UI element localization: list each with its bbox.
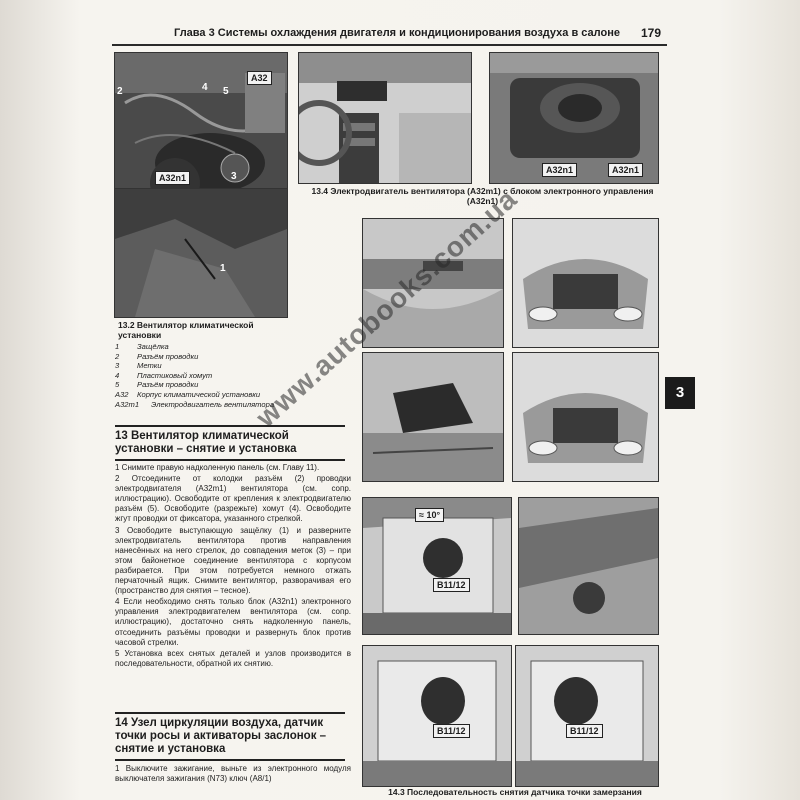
label-3: 3: [231, 171, 237, 182]
label-4: 4: [202, 82, 208, 93]
label-b11-12: B11/12: [433, 724, 470, 738]
section-14-title: 14 Узел циркуляции воздуха, датчик точки…: [115, 712, 345, 761]
paragraph: 4 Если необходимо снять только блок (A32…: [115, 597, 351, 647]
paragraph: 1 Снимите правую надколенную панель (см.…: [115, 463, 320, 472]
caption-fig-13-4: 13.4 Электродвигатель вентилятора (A32m1…: [311, 186, 654, 206]
page-header: Глава 3 Системы охлаждения двигателя и к…: [112, 24, 667, 46]
caption-fig-14-3: 14.3 Последовательность снятия датчика т…: [388, 787, 642, 797]
photo-component: [362, 352, 504, 482]
paragraph: 5 Установка всех снятых деталей и узлов …: [115, 648, 351, 668]
paragraph: 2 Отсоедините от колодки разъём (2) пров…: [115, 474, 351, 524]
label-angle: ≈ 10°: [415, 508, 445, 522]
label-a32: A32: [247, 71, 272, 85]
chapter-tab: 3: [665, 377, 695, 409]
photo-dashboard: [298, 52, 472, 184]
photo-car-front-1: [512, 218, 659, 348]
page-number: 179: [640, 26, 661, 40]
label-a32n1-left: A32n1: [542, 163, 578, 177]
photo-sensor-remove-1: B11/12: [362, 645, 512, 787]
photo-fan-motor: A32n1 A32n1: [489, 52, 659, 184]
paragraph: 3 Освободите выступающую защёлку (1) и р…: [115, 525, 351, 596]
label-b11-12: B11/12: [566, 724, 603, 738]
photo-car-front-2: [512, 352, 659, 482]
caption-fig-13-2: 13.2 Вентилятор климатической установки: [118, 320, 254, 340]
photo-sensor-rotate: ≈ 10° B11/12: [362, 497, 512, 635]
label-a32n1-right: A32n1: [608, 163, 644, 177]
photo-sensor-remove-2: B11/12: [515, 645, 659, 787]
label-5: 5: [223, 86, 229, 97]
label-a32n1: A32n1: [155, 171, 191, 185]
label-1: 1: [220, 263, 226, 274]
section-14-body: 1 Выключите зажигание, выньте из электро…: [115, 764, 351, 785]
photo-fan-latch: 1: [114, 188, 288, 318]
photo-fan-housing: A32 2 4 5 A32n1 3: [114, 52, 288, 189]
section-13-title: 13 Вентилятор климатической установки – …: [115, 425, 345, 461]
paragraph: 1 Выключите зажигание, выньте из электро…: [115, 764, 351, 784]
label-b11-12: B11/12: [433, 578, 470, 592]
photo-hood-open: [362, 218, 504, 348]
label-2: 2: [117, 86, 123, 97]
photo-sensor-area: [518, 497, 659, 635]
chapter-title: Глава 3 Системы охлаждения двигателя и к…: [174, 27, 620, 39]
section-13-body: 1 Снимите правую надколенную панель (см.…: [115, 463, 351, 670]
